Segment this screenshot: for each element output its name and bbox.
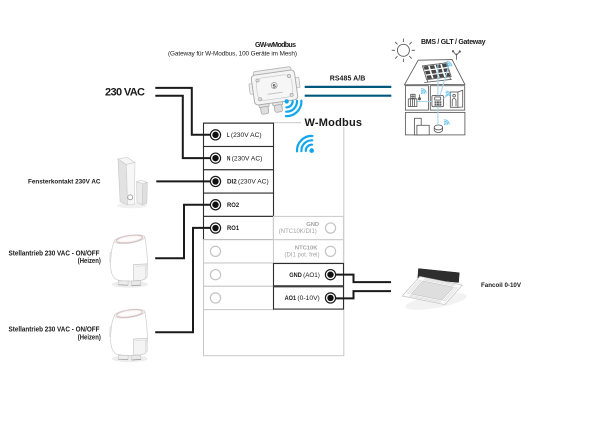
svg-text:NTC10K: NTC10K [295,245,318,251]
svg-text:(Heizen): (Heizen) [78,334,101,341]
svg-text:Fancoil 0-10V: Fancoil 0-10V [481,282,521,289]
svg-text:(NTC10K/DI1): (NTC10K/DI1) [279,229,317,235]
svg-text:W-Modbus: W-Modbus [305,117,363,129]
svg-text:Stellantrieb 230 VAC - ON/OFF: Stellantrieb 230 VAC - ON/OFF [9,250,101,257]
svg-text:BMS / GLT / Gateway: BMS / GLT / Gateway [421,39,486,46]
svg-text:(Heizen): (Heizen) [78,258,101,265]
svg-text:(Gateway für W-Modbus, 100 Ger: (Gateway für W-Modbus, 100 Geräte im Mes… [168,51,297,58]
svg-text:GND: GND [306,222,319,228]
svg-text:Stellantrieb 230 VAC - ON/OFF: Stellantrieb 230 VAC - ON/OFF [9,326,101,333]
svg-text:RO2: RO2 [227,202,239,209]
svg-text:GND(AO1): GND(AO1) [289,272,320,279]
svg-text:GW-wModbus: GW-wModbus [255,42,296,49]
svg-text:RO1: RO1 [227,225,239,232]
svg-text:(DI1 pot. frei): (DI1 pot. frei) [285,252,320,258]
svg-text:DI2(230V AC): DI2(230V AC) [227,179,269,186]
svg-text:RS485 A/B: RS485 A/B [330,75,366,82]
svg-text:L(230V AC): L(230V AC) [227,132,262,139]
svg-text:AO1(0-10V): AO1(0-10V) [285,295,320,302]
svg-text:N(230V AC): N(230V AC) [227,155,262,162]
svg-text:230 VAC: 230 VAC [105,87,145,99]
svg-text:S: S [272,83,276,88]
svg-text:Fensterkontakt 230V AC: Fensterkontakt 230V AC [28,179,101,186]
